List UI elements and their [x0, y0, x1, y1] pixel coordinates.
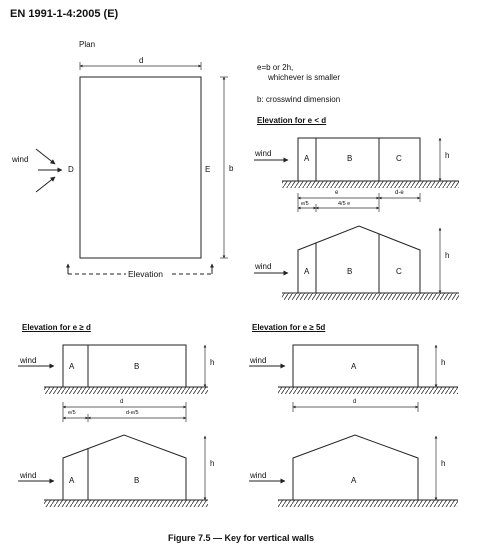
plan-zone-D: D	[68, 165, 74, 174]
wind-label: wind	[20, 471, 37, 480]
building-gable-e-ge-5d	[292, 434, 419, 500]
dim-de5-label: d-e/5	[126, 410, 139, 416]
zone-a-label: A	[304, 267, 310, 276]
height-label: h	[445, 151, 450, 160]
zone-a-label: A	[351, 362, 357, 371]
plan-title: Plan	[79, 40, 96, 49]
panel-e-ge-5d-title: Elevation for e ≥ 5d	[252, 323, 326, 332]
plan-elevation-label: Elevation	[128, 269, 163, 279]
plan-dim-b-label: b	[229, 164, 234, 173]
zone-a-label: A	[69, 362, 75, 371]
dim-e5-label: e/5	[301, 201, 309, 207]
plan-dim-d-label: d	[139, 56, 144, 65]
zone-c-label: C	[396, 267, 402, 276]
height-label: h	[441, 358, 446, 367]
plan-zone-E: E	[205, 165, 211, 174]
wind-label: wind	[20, 356, 37, 365]
panel-e-lt-d-flat	[254, 137, 459, 212]
panel-e-ge-d-flat	[18, 344, 208, 422]
zone-c-label: C	[396, 154, 402, 163]
height-label: h	[210, 358, 215, 367]
plan-wind-label: wind	[12, 155, 29, 164]
dim-de-label: d-e	[395, 190, 404, 196]
note-line-1: e=b or 2h,	[257, 63, 294, 72]
plan-rectangle	[79, 76, 202, 259]
panel-e-ge-d-title: Elevation for e ≥ d	[22, 323, 91, 332]
figure-caption: Figure 7.5 — Key for vertical walls	[167, 533, 315, 543]
panel-e-ge-5d-flat	[249, 344, 458, 412]
zone-a-label: A	[69, 476, 75, 485]
note-line-3: b: crosswind dimension	[257, 95, 341, 104]
panel-e-lt-d-gable	[254, 225, 459, 300]
height-label: h	[210, 459, 215, 468]
wind-label: wind	[255, 149, 272, 158]
zone-b-label: B	[134, 476, 140, 485]
panel-e-lt-d-title: Elevation for e < d	[257, 116, 327, 125]
dim-d-label: d	[120, 399, 124, 405]
dim-4e5-label: 4/5 e	[338, 201, 351, 207]
document-header: EN 1991-1-4:2005 (E)	[10, 8, 119, 20]
building-flat-e-ge-5d	[292, 344, 419, 388]
wind-label: wind	[250, 356, 267, 365]
zone-b-label: B	[134, 362, 140, 371]
wind-label: wind	[255, 262, 272, 271]
dim-e-label: e	[335, 190, 339, 196]
building-flat-e-lt-d	[297, 137, 421, 182]
plan-wind-arrow-upper	[35, 148, 56, 165]
panel-e-ge-d-gable	[18, 434, 208, 507]
building-flat-e-ge-d	[62, 344, 187, 388]
plan-view	[35, 62, 228, 275]
plan-wind-arrow-lower	[35, 176, 56, 193]
note-line-2: whichever is smaller	[268, 73, 341, 82]
dim-d-label: d	[353, 399, 357, 405]
zone-a-label: A	[351, 476, 357, 485]
panel-e-ge-5d-gable	[249, 434, 458, 507]
dim-e5-label: e/5	[68, 410, 76, 416]
height-label: h	[445, 251, 450, 260]
zone-b-label: B	[347, 267, 353, 276]
wind-label: wind	[250, 471, 267, 480]
building-gable-e-lt-d	[297, 225, 421, 293]
zone-a-label: A	[304, 154, 310, 163]
zone-b-label: B	[347, 154, 353, 163]
height-label: h	[441, 459, 446, 468]
building-gable-e-ge-d	[62, 434, 187, 500]
